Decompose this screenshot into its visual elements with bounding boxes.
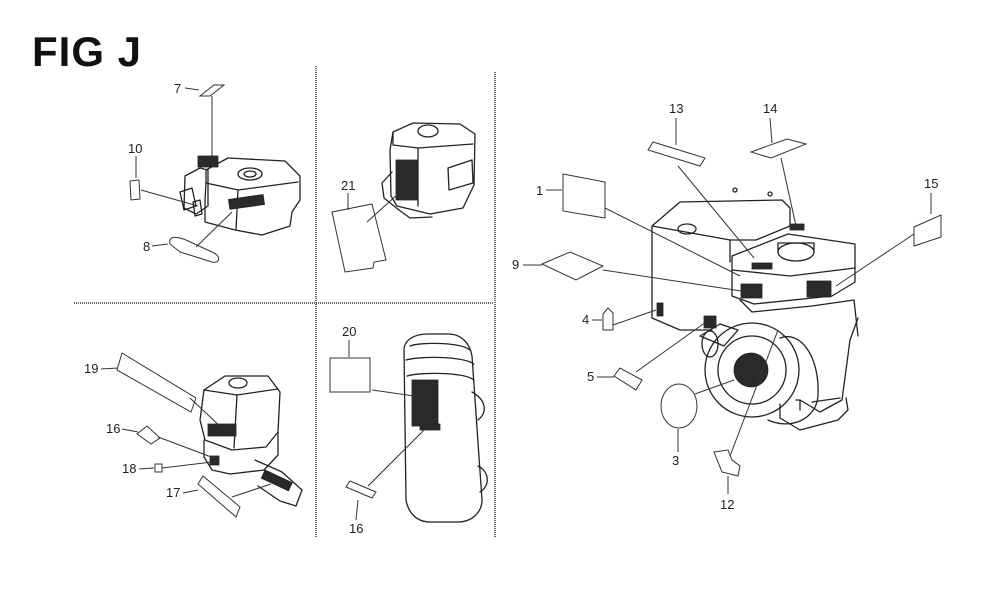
callout-numbers: 7 10 8 21 19 16 18 17 20 16 1 13 14 [84,81,938,536]
callout-16-a: 16 [106,421,120,436]
label-7 [198,84,226,158]
callout-19: 19 [84,361,98,376]
label-16a [136,425,215,459]
callout-20: 20 [342,324,356,339]
label-19 [116,352,225,431]
label-10 [129,179,199,207]
callout-12: 12 [720,497,734,512]
air-cleaner-unit-b [381,122,476,219]
label-21 [331,193,399,273]
callout-21: 21 [341,178,355,193]
label-20 [329,357,415,397]
figure-title: FIG J [32,28,143,75]
callout-15: 15 [924,176,938,191]
engine-assembly [651,187,859,431]
callout-17: 17 [166,485,180,500]
callout-3: 3 [672,453,679,468]
label-12 [713,329,779,477]
panel-dividers [74,66,496,537]
callout-8: 8 [143,239,150,254]
label-9 [540,251,749,293]
label-15 [835,214,942,287]
label-13 [647,141,755,259]
callout-14: 14 [763,101,777,116]
callout-13: 13 [669,101,683,116]
muffler-unit [403,333,488,523]
air-cleaner-unit-c [199,375,303,507]
label-16b [345,425,429,499]
label-18 [154,461,213,473]
callout-9: 9 [512,257,519,272]
callout-7: 7 [174,81,181,96]
label-14 [749,138,808,227]
label-4 [602,307,657,331]
callout-1: 1 [536,183,543,198]
callout-10: 10 [128,141,142,156]
label-17 [197,475,272,518]
label-8 [169,211,233,263]
label-1 [562,173,741,277]
callout-5: 5 [587,369,594,384]
callout-16-b: 16 [349,521,363,536]
label-5 [613,321,707,391]
label-3 [660,379,735,429]
callout-18: 18 [122,461,136,476]
air-cleaner-unit-a [179,155,301,236]
callout-4: 4 [582,312,589,327]
